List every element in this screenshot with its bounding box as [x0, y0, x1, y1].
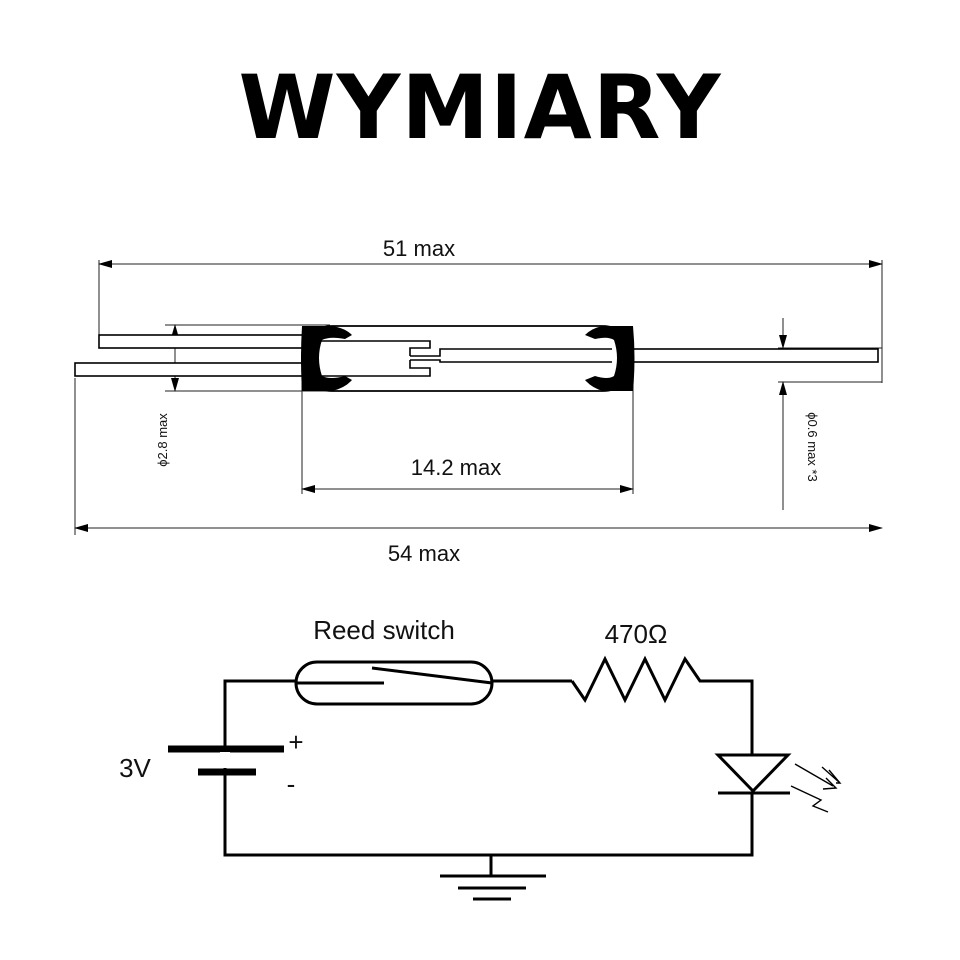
led-triangle — [714, 753, 792, 794]
led-emission-arrow — [790, 763, 838, 813]
upper-lead — [98, 334, 310, 349]
battery-plus-label: + — [288, 727, 303, 757]
glass-tube — [301, 325, 634, 392]
reed-switch-label: Reed switch — [313, 615, 455, 645]
lower-lead — [74, 362, 311, 377]
seal-right — [585, 326, 635, 391]
seal-left — [301, 326, 352, 391]
dim-label-0-6: ϕ0.6 max *3 — [805, 412, 820, 481]
reed-blade-lower — [320, 360, 431, 377]
page-title: WYMIARY — [238, 56, 722, 159]
resistor-label: 470Ω — [605, 619, 668, 649]
dim-label-54: 54 max — [388, 541, 460, 566]
dim-label-2-8: ϕ2.8 max — [155, 413, 170, 467]
circuit-schematic: Reed switch 470Ω 3V + - — [119, 615, 842, 901]
wire-right-bottom — [223, 775, 754, 857]
battery-minus-label: - — [287, 769, 296, 799]
resistor — [570, 655, 754, 755]
reed-switch-drawing: 51 max 54 max 14.2 max ϕ2.8 max ϕ0.6 max… — [74, 236, 883, 566]
battery-gap — [220, 752, 230, 768]
reed-contact-arm — [371, 666, 493, 685]
right-lead — [611, 348, 879, 363]
battery-voltage-label: 3V — [119, 753, 151, 783]
dim-label-51: 51 max — [383, 236, 455, 261]
dim-label-14-2: 14.2 max — [411, 455, 502, 480]
led-emission-arrow — [821, 766, 842, 784]
reed-blade-upper — [320, 340, 431, 356]
wire-top-left — [223, 679, 296, 750]
reed-blade-right — [410, 348, 612, 363]
